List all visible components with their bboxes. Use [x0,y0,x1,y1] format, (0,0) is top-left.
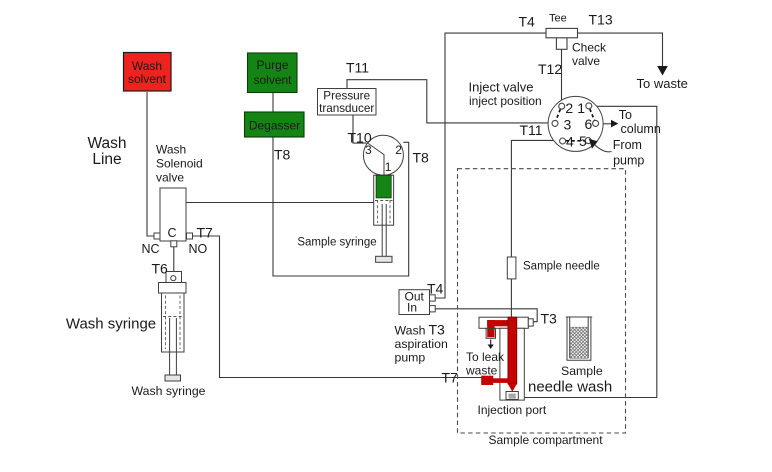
svg-text:In: In [407,300,417,314]
svg-text:T7: T7 [197,225,214,241]
svg-text:From: From [613,138,642,152]
svg-text:T4: T4 [427,280,444,296]
svg-text:pump: pump [613,153,644,167]
svg-text:Check: Check [572,41,607,55]
svg-text:solvent: solvent [253,73,292,87]
svg-text:Tee: Tee [549,13,567,25]
svg-text:needle wash: needle wash [528,378,612,395]
svg-text:Wash: Wash [132,59,162,73]
svg-text:T3: T3 [429,322,446,338]
svg-text:1: 1 [385,160,392,174]
svg-text:Purge: Purge [256,58,288,72]
svg-text:T3: T3 [541,311,558,327]
svg-text:T8: T8 [413,150,430,166]
svg-text:NC: NC [142,242,160,256]
svg-text:3: 3 [365,143,372,157]
svg-text:Wash syringe: Wash syringe [131,384,205,398]
svg-text:Inject valve: Inject valve [469,79,534,94]
svg-text:T11: T11 [520,122,543,138]
svg-text:T11: T11 [346,60,369,76]
svg-text:Line: Line [92,151,121,168]
svg-text:Solenoid: Solenoid [156,157,203,171]
svg-text:5: 5 [579,133,587,149]
svg-text:Out: Out [405,290,425,304]
svg-text:Degasser: Degasser [249,119,300,133]
svg-text:4: 4 [566,134,574,150]
svg-text:T10: T10 [348,130,372,146]
svg-text:Sample compartment: Sample compartment [489,433,604,447]
svg-text:T7: T7 [442,370,459,386]
svg-text:Sample needle: Sample needle [523,261,600,273]
svg-text:valve: valve [572,54,600,68]
svg-text:Pressure: Pressure [323,90,370,103]
svg-text:Sample: Sample [561,364,603,378]
svg-text:Wash syringe: Wash syringe [66,316,156,333]
svg-text:T8: T8 [274,147,291,163]
svg-text:6: 6 [585,116,593,132]
svg-text:Sample syringe: Sample syringe [297,237,376,249]
svg-text:inject position: inject position [469,94,542,108]
svg-text:T12: T12 [538,61,562,77]
svg-text:T6: T6 [152,261,169,277]
svg-text:Injection port: Injection port [478,403,547,417]
svg-text:2: 2 [565,100,573,116]
svg-text:column: column [621,122,661,136]
svg-text:waste: waste [465,364,498,378]
svg-text:C: C [168,226,177,240]
svg-text:1: 1 [577,100,585,116]
svg-text:To leak: To leak [466,350,505,364]
svg-text:transducer: transducer [319,102,374,115]
svg-text:T4: T4 [519,14,536,30]
svg-text:aspiration: aspiration [395,337,448,351]
svg-text:To: To [619,108,632,122]
svg-text:3: 3 [564,116,572,132]
svg-text:T13: T13 [589,12,613,28]
svg-text:valve: valve [156,171,184,185]
svg-text:To waste: To waste [637,76,688,91]
svg-text:Wash: Wash [156,143,186,157]
svg-text:pump: pump [395,351,426,365]
svg-text:NO: NO [189,242,208,256]
svg-text:Wash: Wash [87,135,126,152]
svg-text:solvent: solvent [128,72,167,86]
svg-text:Wash: Wash [395,324,426,338]
svg-text:2: 2 [395,143,402,157]
